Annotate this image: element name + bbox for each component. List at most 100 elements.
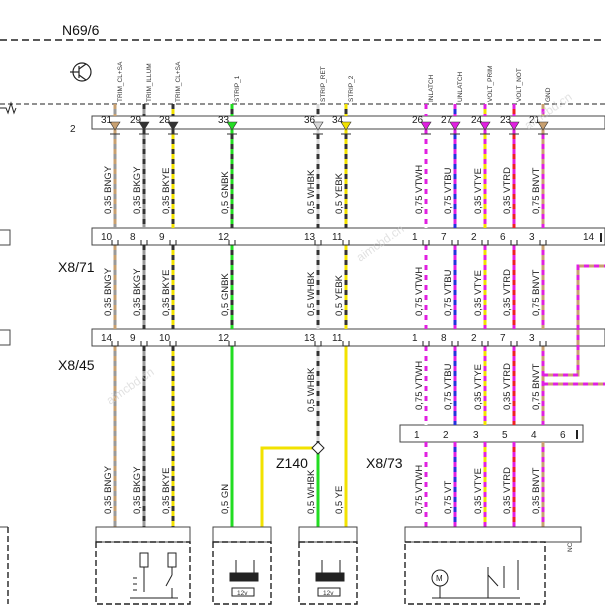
socket-x871-6 — [422, 240, 430, 246]
socket-x871-2 — [169, 240, 177, 246]
x8-71-label: X8/71 — [58, 259, 95, 275]
module-label: N69/6 — [62, 22, 100, 38]
socket-x871-8 — [481, 240, 489, 246]
connector-x8-73 — [399, 424, 584, 443]
wire-color-label: 0,35 BNVT — [531, 467, 542, 514]
pin-number-x8-45: 10 — [159, 333, 171, 344]
wire-color-label: 0,75 VTBU — [443, 167, 454, 214]
left-bracket-2 — [0, 329, 11, 346]
socket-x871-10 — [539, 240, 547, 246]
socket-x845-0 — [111, 341, 119, 347]
wire-color-label: 0,35 VTYE — [473, 468, 484, 514]
pin-marker-6 — [420, 121, 432, 131]
wire-color-label: 0,75 VTWH — [414, 465, 425, 514]
pin-number-x8-71: 1 — [412, 232, 418, 243]
socket-x845-8 — [481, 341, 489, 347]
pin-number-top: 29 — [130, 115, 142, 126]
wire-color-label: 0,35 VTRD — [502, 467, 513, 514]
wire-color-label: 0,75 VTWH — [414, 361, 425, 410]
socket-x845-10 — [539, 341, 547, 347]
socket-x845-1 — [140, 341, 148, 347]
wire-color-label: 0,35 VTRD — [502, 269, 513, 316]
pin-number-x8-73: 1 — [414, 430, 420, 441]
wire-color-label: 0,35 BNGY — [103, 465, 114, 514]
signal-name: UNLATCH — [457, 71, 464, 102]
lamp-strip-icon — [315, 560, 345, 597]
bottom-components: 12v 12v M NC — [0, 526, 582, 605]
wire-color-label: 0,5 GNBK — [220, 171, 231, 214]
pin-number-x8-71: 2 — [471, 232, 477, 243]
x8-73-label: X8/73 — [366, 455, 403, 471]
pin-number-x8-71: 10 — [101, 232, 113, 243]
wire-color-label: 0,75 VTWH — [414, 165, 425, 214]
component-b-body — [212, 541, 272, 605]
wire-color-label: 0,75 VTBU — [443, 269, 454, 316]
wire-color-label: 0,75 BNVT — [531, 363, 542, 410]
wire-color-label: 0,75 VTWH — [414, 267, 425, 316]
x8-71-end-pin: 14 — [583, 232, 595, 243]
socket-x845-3 — [228, 341, 236, 347]
resistor-icon — [0, 101, 17, 115]
signal-name: VOLT_PRIM — [487, 66, 494, 102]
pin-number-x8-45: 11 — [332, 333, 343, 344]
socket-x845-5 — [342, 341, 350, 347]
pin-number-x8-71: 8 — [130, 232, 136, 243]
watermark-2: aimcbd.cn — [104, 365, 157, 408]
pin-number-x8-71: 11 — [332, 232, 343, 243]
pin-number-top: 23 — [500, 115, 512, 126]
component-d-body — [404, 541, 546, 605]
pin-number-x8-71: 9 — [159, 232, 165, 243]
lamp-strip-icon — [229, 560, 259, 597]
component-b-rating: 12v — [237, 590, 248, 597]
socket-x845-2 — [169, 341, 177, 347]
socket-x871-0 — [111, 240, 119, 246]
pin-number-top: 36 — [304, 115, 316, 126]
nc-label: NC — [567, 542, 574, 552]
wire-color-label: 0,35 BKYE — [161, 468, 172, 514]
pin-number-x8-45: 2 — [471, 333, 477, 344]
pin-number-top: 26 — [412, 115, 424, 126]
component-a-header — [95, 526, 191, 543]
pin-number-top: 31 — [101, 115, 113, 126]
component-d-header — [404, 526, 582, 543]
gnd-branch-stripe — [543, 264, 605, 377]
wire-color-label: 0,35 BKYE — [161, 168, 172, 214]
signal-name: VOLT_NOT — [516, 68, 523, 102]
wire-color-label: 0,35 BKGY — [132, 166, 143, 214]
wire-color-label: 0,35 BNGY — [103, 267, 114, 316]
z140-splice-wire — [260, 446, 318, 527]
socket-x871-7 — [451, 240, 459, 246]
z140-splice-node — [311, 441, 325, 455]
signal-name: STRIP_RET — [320, 66, 327, 102]
pin-number-x8-45: 3 — [529, 333, 535, 344]
component-a-body — [95, 541, 191, 605]
wire-color-label: 0,35 BKGY — [132, 466, 143, 514]
pin-number-x8-73: 5 — [502, 430, 508, 441]
wire-color-label: 0,5 WHBK — [306, 469, 317, 514]
z140-label: Z140 — [276, 455, 308, 471]
wire-color-label: 0,75 VT — [443, 481, 454, 514]
wire-color-label: 0,35 VTRD — [502, 167, 513, 214]
socket-x871-9 — [510, 240, 518, 246]
pin-number-x8-45: 7 — [500, 333, 506, 344]
pin-number-x8-71: 6 — [500, 232, 506, 243]
wire-color-label: 0,75 VTBU — [443, 363, 454, 410]
wire-color-label: 0,35 VTYE — [473, 270, 484, 316]
pin-number-x8-45: 9 — [130, 333, 136, 344]
x8-45-label: X8/45 — [58, 357, 95, 373]
socket-x871-3 — [228, 240, 236, 246]
pin-marker-3 — [226, 121, 238, 131]
pin-number-x8-71: 7 — [441, 232, 447, 243]
signal-name: GND — [545, 87, 552, 102]
connector-row-label: 2 — [70, 124, 76, 135]
wire-color-label: 0,35 BKGY — [132, 268, 143, 316]
switch-lamp-icon — [130, 552, 178, 599]
pin-number-top: 33 — [218, 115, 230, 126]
wire-color-label: 0,5 YEBK — [334, 274, 345, 316]
wire-color-label: 0,35 BKYE — [161, 270, 172, 316]
component-c-header — [298, 526, 358, 543]
socket-x845-7 — [451, 341, 459, 347]
pin-marker-4 — [312, 121, 324, 131]
